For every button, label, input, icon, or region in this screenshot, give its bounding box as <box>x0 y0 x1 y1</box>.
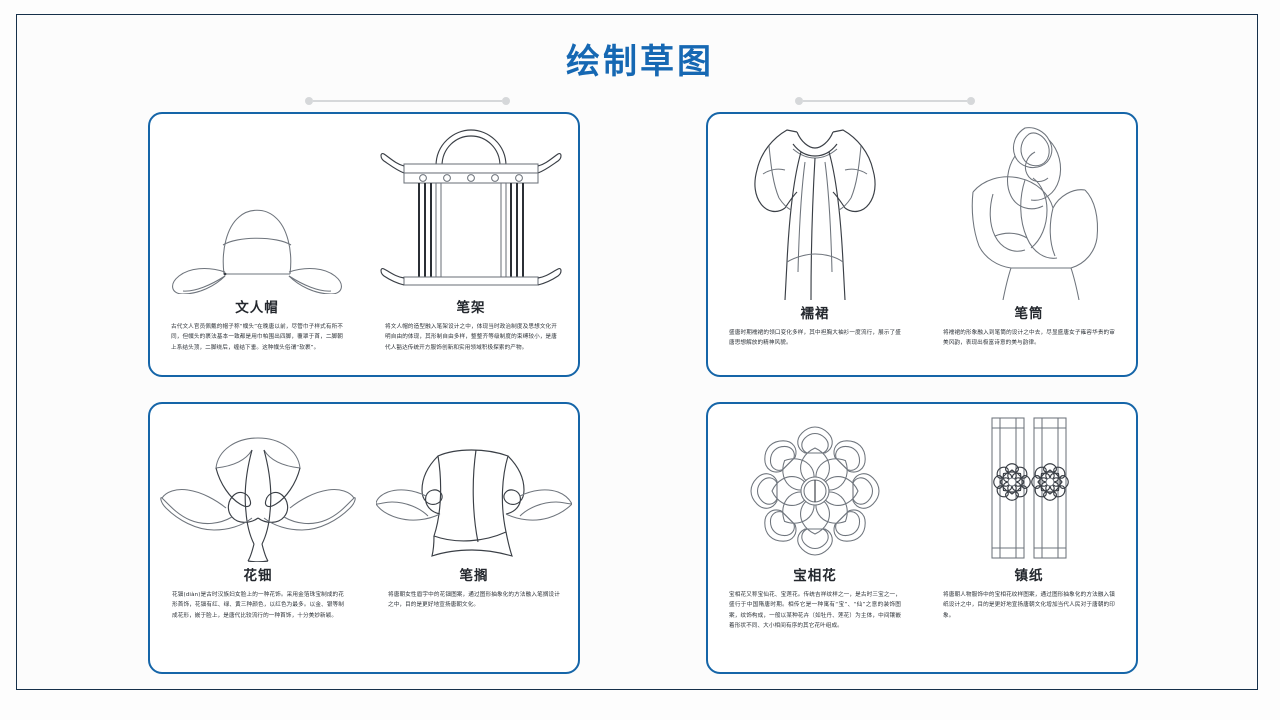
pane-description: 盛唐时期襦裙的领口变化多样，其中袒胸大袖衫一度流行，展示了盛唐思想解放的精神风貌… <box>729 330 901 347</box>
pane-description: 将文人帽的造型融入笔架设计之中，体现当时政治制度及思想文化开明自由的体现，其形制… <box>385 324 557 351</box>
pane-title: 笔架 <box>456 300 486 316</box>
pane-title: 笔搁 <box>459 568 489 584</box>
rule-dot-start <box>305 97 313 105</box>
pane-title: 宝相花 <box>793 568 837 584</box>
pane-title: 笔筒 <box>1014 306 1044 322</box>
content-card-bottom-right[interactable]: 宝相花 宝相花又称宝仙花、宝莲花。传统吉祥纹样之一，是古时三宝之一，盛行于中国隋… <box>706 402 1138 674</box>
baoxiang-rosette-sketch <box>740 412 890 562</box>
pane-title: 文人帽 <box>235 300 279 316</box>
brush-rack-sketch <box>380 122 562 294</box>
pane-scholar-hat: 文人帽 古代文人官员佩戴的帽子称“幞头”在晚唐以前，尽管巾子样式有所不同，但幞头… <box>150 114 364 375</box>
content-card-top-left[interactable]: 文人帽 古代文人官员佩戴的帽子称“幞头”在晚唐以前，尽管巾子样式有所不同，但幞头… <box>148 112 580 377</box>
page-title: 绘制草图 <box>566 42 714 82</box>
pane-description: 将唐朝女性眉宇中的花钿图案，通过图形抽象化的方法融入笔搁设计之中，目的是更好地宣… <box>388 592 560 609</box>
paperweight-sketch <box>954 412 1104 562</box>
pane-description: 古代文人官员佩戴的帽子称“幞头”在晚唐以前，尽管巾子样式有所不同，但幞头的裹法基… <box>171 324 343 351</box>
rule-dot-end <box>967 97 975 105</box>
pane-description: 花钿(diàn)是古时汉族妇女脸上的一种花饰。采用金箔珠宝制成的花形首饰，花钿有… <box>172 592 344 619</box>
rule-bar <box>313 100 502 102</box>
pane-description: 将襦裙的形象融入到笔筒的设计之中去，尽显盛唐女子雍容华贵的审美风韵，表现出极富诗… <box>943 330 1115 347</box>
pane-title: 镇纸 <box>1014 568 1044 584</box>
decorative-rule-right <box>795 96 975 106</box>
pane-baoxiang-rosette: 宝相花 宝相花又称宝仙花、宝莲花。传统吉祥纹样之一，是古时三宝之一，盛行于中国隋… <box>708 404 922 672</box>
pane-description: 将唐朝人物服饰中的宝相花纹样图案，通过图形抽象化的方法融入镇纸设计之中，目的是更… <box>943 592 1115 619</box>
pane-description: 宝相花又称宝仙花、宝莲花。传统吉祥纹样之一，是古时三宝之一，盛行于中国隋唐时期。… <box>729 592 901 630</box>
pane-paperweight: 镇纸 将唐朝人物服饰中的宝相花纹样图案，通过图形抽象化的方法融入镇纸设计之中，目… <box>922 404 1136 672</box>
pane-title: 花钿 <box>243 568 273 584</box>
rule-bar <box>803 100 967 102</box>
brush-rest-sketch <box>376 412 572 562</box>
rule-dot-start <box>795 97 803 105</box>
pane-brush-pot: 笔筒 将襦裙的形象融入到笔筒的设计之中去，尽显盛唐女子雍容华贵的审美风韵，表现出… <box>922 114 1136 375</box>
pane-brush-rack: 笔架 将文人帽的造型融入笔架设计之中，体现当时政治制度及思想文化开明自由的体现，… <box>364 114 578 375</box>
content-card-bottom-left[interactable]: 花钿 花钿(diàn)是古时汉族妇女脸上的一种花饰。采用金箔珠宝制成的花形首饰，… <box>148 402 580 674</box>
scholar-hat-sketch <box>167 122 347 294</box>
pane-title: 襦裙 <box>800 306 830 322</box>
floral-ornament-sketch <box>160 412 356 562</box>
ruqun-robe-sketch <box>735 122 895 300</box>
brush-pot-sketch <box>949 122 1109 300</box>
pane-floral-ornament: 花钿 花钿(diàn)是古时汉族妇女脸上的一种花饰。采用金箔珠宝制成的花形首饰，… <box>150 404 366 672</box>
decorative-rule-left <box>305 96 510 106</box>
content-card-top-right[interactable]: 襦裙 盛唐时期襦裙的领口变化多样，其中袒胸大袖衫一度流行，展示了盛唐思想解放的精… <box>706 112 1138 377</box>
rule-dot-end <box>502 97 510 105</box>
pane-ruqun-robe: 襦裙 盛唐时期襦裙的领口变化多样，其中袒胸大袖衫一度流行，展示了盛唐思想解放的精… <box>708 114 922 375</box>
pane-brush-rest: 笔搁 将唐朝女性眉宇中的花钿图案，通过图形抽象化的方法融入笔搁设计之中，目的是更… <box>366 404 582 672</box>
